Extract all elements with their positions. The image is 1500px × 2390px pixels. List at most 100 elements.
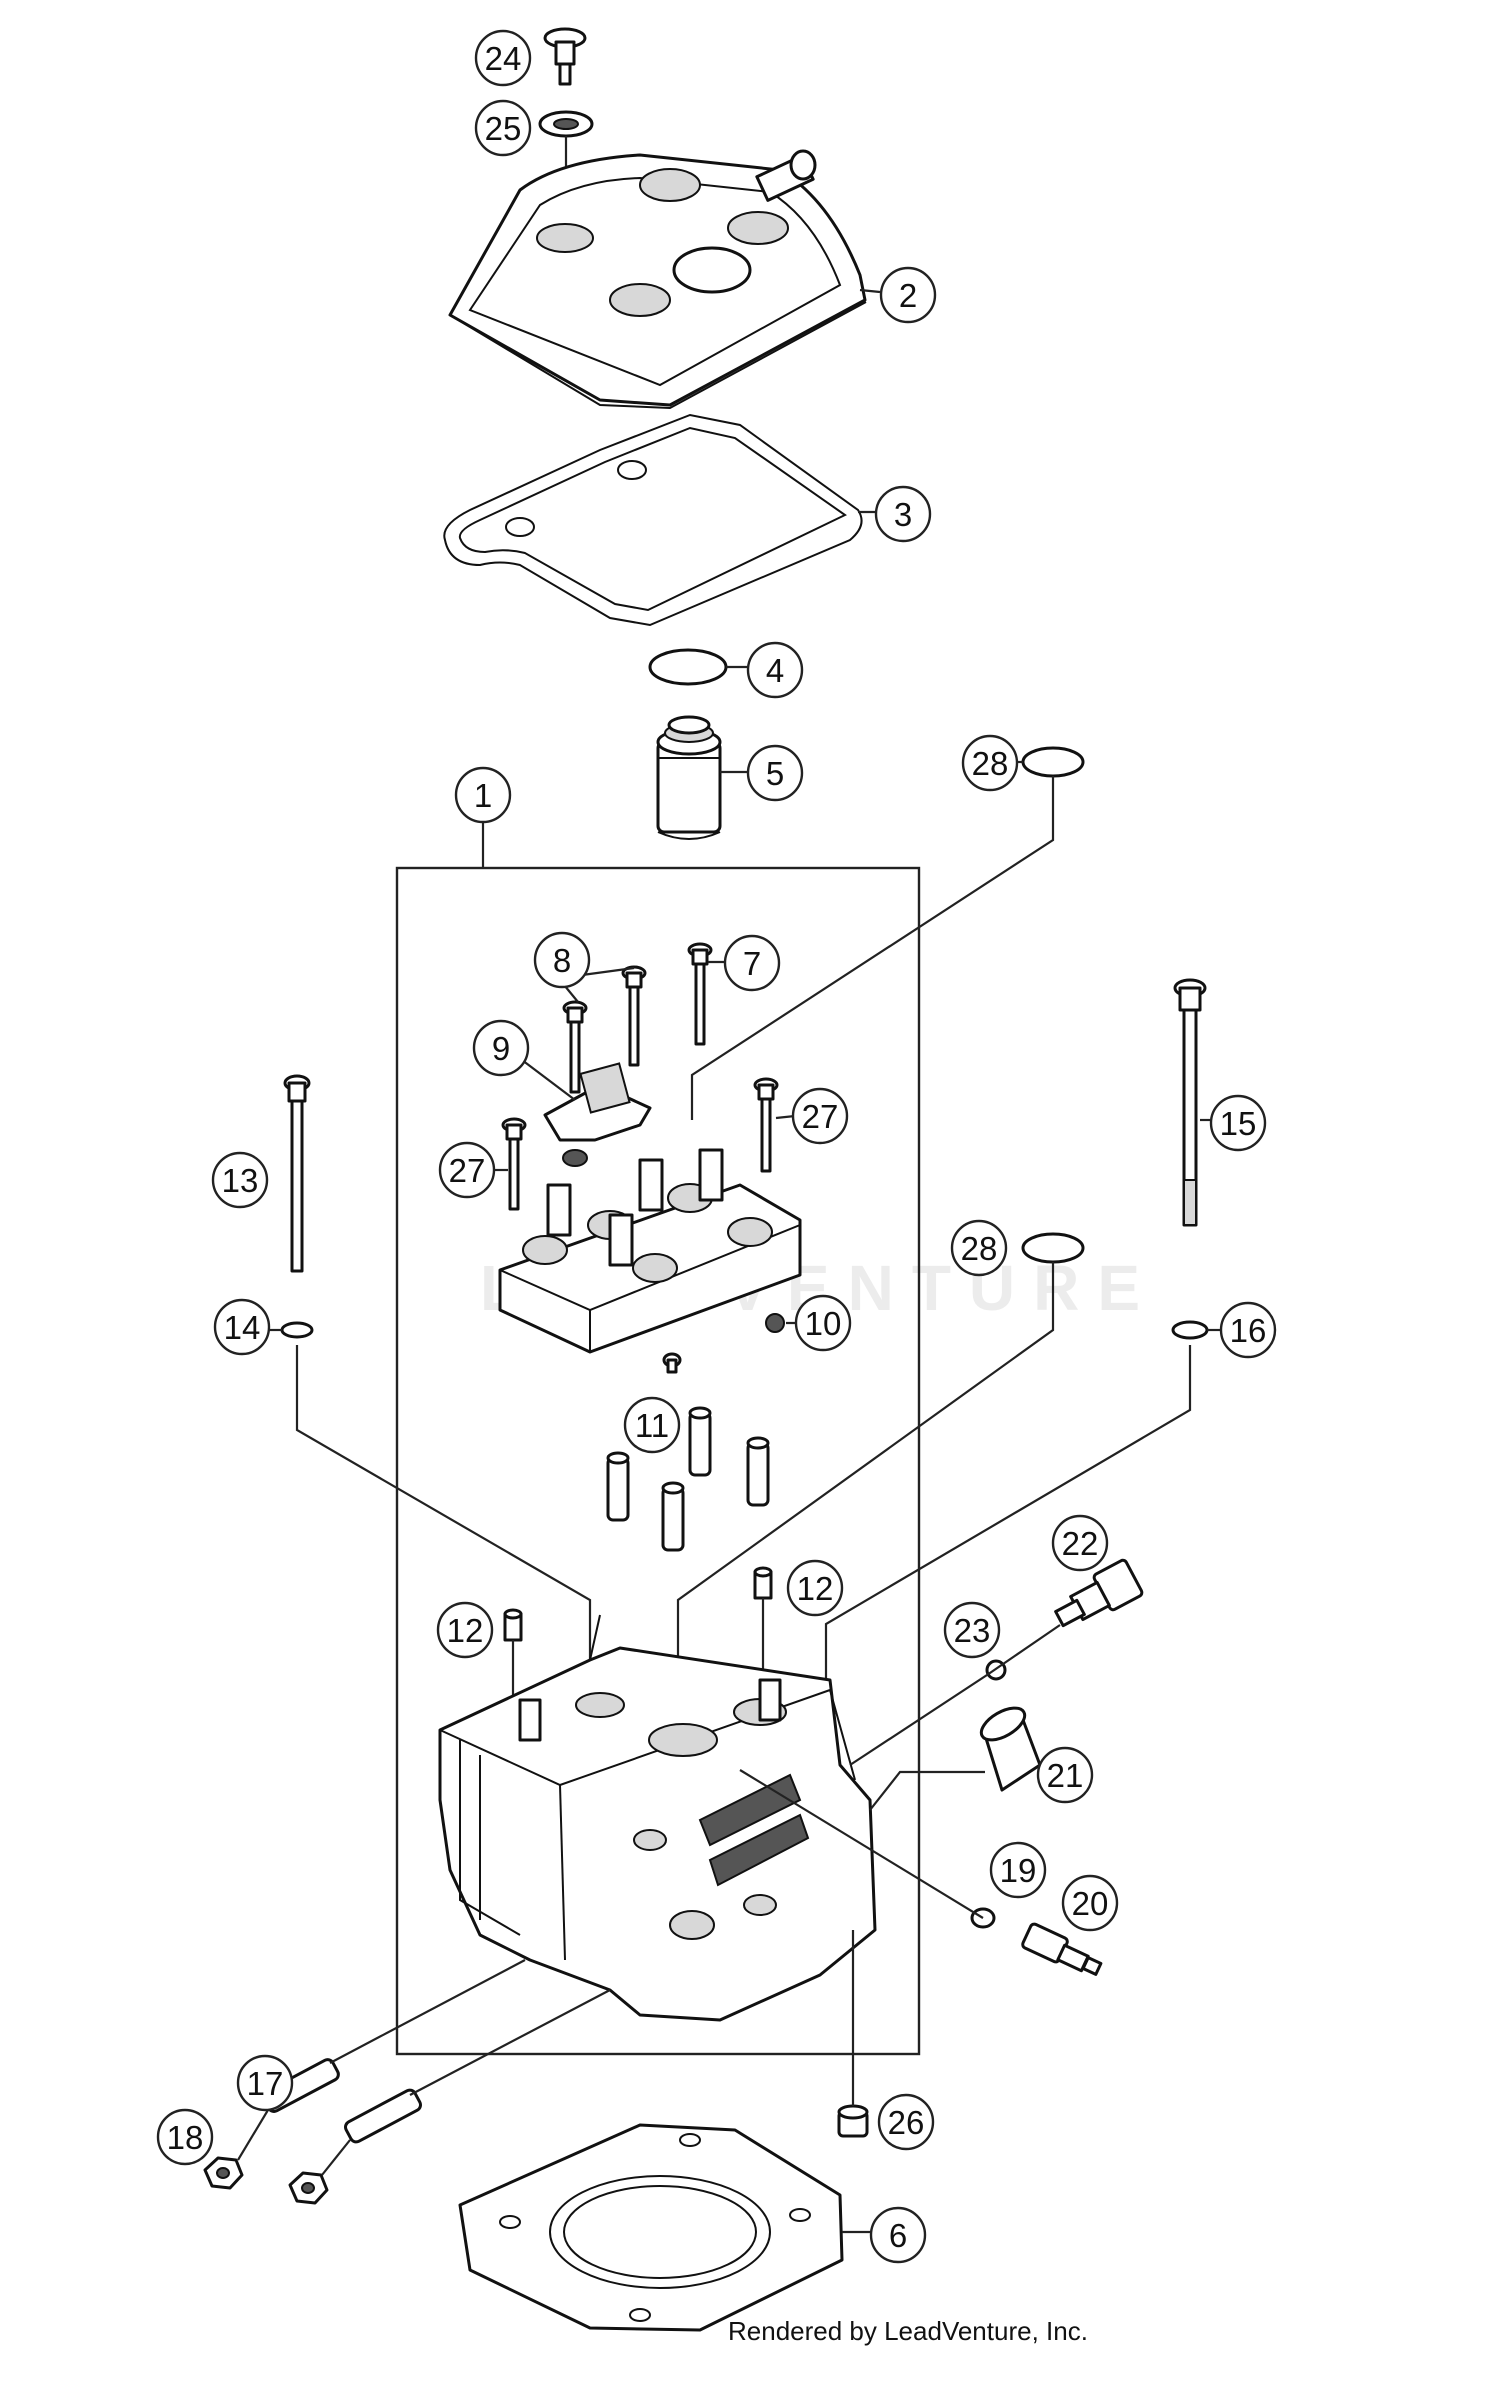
svg-text:13: 13 bbox=[222, 1162, 259, 1199]
callout-3[interactable]: 3 bbox=[874, 485, 932, 543]
part-18-nut-b bbox=[288, 2171, 329, 2205]
callout-18[interactable]: 18 bbox=[156, 2108, 214, 2166]
part-17-pin-b bbox=[344, 2088, 422, 2144]
svg-text:21: 21 bbox=[1047, 1757, 1084, 1794]
part-20-sensor bbox=[1021, 1922, 1103, 1976]
part-4-oring bbox=[648, 648, 728, 686]
svg-text:28: 28 bbox=[972, 745, 1009, 782]
callout-16[interactable]: 16 bbox=[1219, 1301, 1277, 1359]
part-16-washer bbox=[1171, 1320, 1209, 1340]
svg-text:7: 7 bbox=[743, 945, 761, 982]
svg-text:6: 6 bbox=[889, 2217, 907, 2254]
leader-19-20 bbox=[739, 1769, 984, 1919]
part-12-dowel-left bbox=[503, 1608, 523, 1642]
part-21-sleeve bbox=[979, 1706, 1042, 1792]
svg-text:22: 22 bbox=[1062, 1525, 1099, 1562]
svg-text:24: 24 bbox=[485, 40, 522, 77]
svg-text:23: 23 bbox=[954, 1612, 991, 1649]
part-26-dowel bbox=[837, 2104, 869, 2138]
leader-21 bbox=[869, 1770, 985, 1811]
part-1-cylinder-head bbox=[438, 1614, 877, 2022]
callout-7[interactable]: 7 bbox=[723, 934, 781, 992]
leader-18-a bbox=[237, 2109, 269, 2161]
leader-28-lower bbox=[676, 1262, 1055, 1680]
callout-27-right[interactable]: 27 bbox=[791, 1087, 849, 1145]
callout-5[interactable]: 5 bbox=[746, 744, 804, 802]
svg-text:1: 1 bbox=[474, 777, 492, 814]
part-camshaft-carrier bbox=[498, 1148, 802, 1354]
part-24-bolt bbox=[543, 27, 587, 86]
callout-15[interactable]: 15 bbox=[1209, 1094, 1267, 1152]
assembly-frame bbox=[395, 866, 921, 2056]
callout-25[interactable]: 25 bbox=[474, 99, 532, 157]
svg-text:3: 3 bbox=[894, 496, 912, 533]
callout-24[interactable]: 24 bbox=[474, 29, 532, 87]
callout-28-lower[interactable]: 28 bbox=[950, 1219, 1008, 1277]
leader-2 bbox=[859, 288, 881, 294]
svg-text:2: 2 bbox=[899, 277, 917, 314]
svg-text:27: 27 bbox=[802, 1098, 839, 1135]
part-12-dowel-right bbox=[753, 1566, 773, 1600]
part-8-bolt-a bbox=[621, 965, 647, 1067]
callout-23[interactable]: 23 bbox=[943, 1601, 1001, 1659]
callout-20[interactable]: 20 bbox=[1061, 1874, 1119, 1932]
part-6-head-gasket bbox=[458, 2123, 844, 2332]
svg-text:17: 17 bbox=[247, 2065, 284, 2102]
svg-text:28: 28 bbox=[961, 1230, 998, 1267]
callout-21[interactable]: 21 bbox=[1036, 1746, 1094, 1804]
callout-19[interactable]: 19 bbox=[989, 1841, 1047, 1899]
svg-text:15: 15 bbox=[1220, 1105, 1257, 1142]
svg-text:27: 27 bbox=[449, 1152, 486, 1189]
callout-4[interactable]: 4 bbox=[746, 641, 804, 699]
callout-17[interactable]: 17 bbox=[236, 2054, 294, 2112]
part-3-gasket bbox=[443, 413, 863, 627]
svg-text:19: 19 bbox=[1000, 1852, 1037, 1889]
svg-text:5: 5 bbox=[766, 755, 784, 792]
part-25-washer bbox=[538, 110, 594, 138]
callout-9[interactable]: 9 bbox=[472, 1019, 530, 1077]
leader-23 bbox=[849, 1624, 1061, 1766]
callout-22[interactable]: 22 bbox=[1051, 1514, 1109, 1572]
leader-17-a bbox=[329, 1959, 526, 2064]
svg-text:16: 16 bbox=[1230, 1312, 1267, 1349]
svg-text:26: 26 bbox=[888, 2104, 925, 2141]
callout-10[interactable]: 10 bbox=[794, 1294, 852, 1352]
part-18-nut-a bbox=[203, 2156, 244, 2190]
svg-text:10: 10 bbox=[805, 1305, 842, 1342]
callout-11[interactable]: 11 bbox=[623, 1396, 681, 1454]
svg-text:18: 18 bbox=[167, 2119, 204, 2156]
leader-18-b bbox=[321, 2139, 351, 2176]
part-2-valve-cover bbox=[448, 149, 867, 410]
callout-6[interactable]: 6 bbox=[869, 2206, 927, 2264]
leader-17-b bbox=[409, 1989, 611, 2096]
svg-text:4: 4 bbox=[766, 652, 784, 689]
callout-14[interactable]: 14 bbox=[213, 1298, 271, 1356]
part-13-long-bolt bbox=[283, 1074, 311, 1273]
callout-12-right[interactable]: 12 bbox=[786, 1559, 844, 1617]
render-credit: Rendered by LeadVenture, Inc. bbox=[728, 2316, 1088, 2346]
part-27-bolt-right bbox=[753, 1077, 779, 1173]
callout-27-left[interactable]: 27 bbox=[438, 1141, 496, 1199]
leader-9 bbox=[521, 1059, 576, 1101]
leader-28-upper bbox=[690, 776, 1055, 1120]
part-22-sensor bbox=[1054, 1558, 1144, 1628]
callout-28-upper[interactable]: 28 bbox=[961, 734, 1019, 792]
svg-text:20: 20 bbox=[1072, 1885, 1109, 1922]
part-10-plug bbox=[765, 1313, 785, 1333]
callout-13[interactable]: 13 bbox=[211, 1151, 269, 1209]
callout-2[interactable]: 2 bbox=[879, 266, 937, 324]
part-camshaft-carrier-small-bolt bbox=[662, 1352, 682, 1374]
leader-15-16 bbox=[824, 1345, 1192, 1680]
svg-text:12: 12 bbox=[447, 1612, 484, 1649]
part-15-long-bolt bbox=[1173, 978, 1207, 1227]
callout-8[interactable]: 8 bbox=[533, 931, 591, 989]
callout-1[interactable]: 1 bbox=[454, 766, 512, 824]
part-7-bolt bbox=[687, 942, 713, 1046]
part-5-sleeve bbox=[656, 715, 722, 840]
callout-12-left[interactable]: 12 bbox=[436, 1601, 494, 1659]
callout-26[interactable]: 26 bbox=[877, 2093, 935, 2151]
part-8-bolt-b bbox=[562, 1000, 588, 1094]
part-11-valve-guides bbox=[606, 1406, 770, 1552]
